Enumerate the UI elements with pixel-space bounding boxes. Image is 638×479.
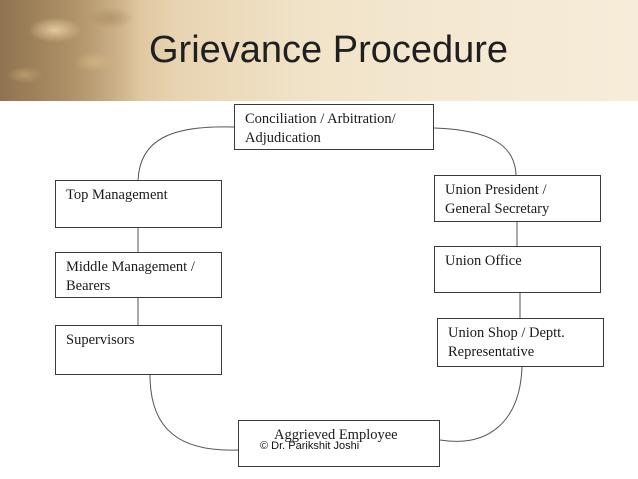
box-supervisors-line-1: Supervisors — [66, 332, 135, 348]
box-top-management-line-1: Top Management — [66, 187, 168, 203]
box-union-shop-line-1: Union Shop / Deptt. — [448, 325, 565, 341]
box-union-president-line-2: General Secretary — [445, 201, 550, 217]
box-middle-management-line-2: Bearers — [66, 278, 111, 294]
connector-conciliation-union-president — [433, 127, 517, 176]
box-union-office: Union Office — [434, 246, 601, 293]
slide-title: Grievance Procedure — [149, 29, 509, 71]
box-conciliation-line-1: Conciliation / Arbitration/ — [245, 111, 396, 127]
box-top-management: Top Management — [55, 180, 222, 228]
slide-header: Grievance Procedure — [0, 0, 638, 101]
box-conciliation-line-2: Adjudication — [245, 130, 321, 146]
box-union-president: Union President / General Secretary — [434, 175, 601, 222]
header-photo — [0, 0, 140, 101]
box-union-office-line-1: Union Office — [445, 253, 522, 269]
box-aggrieved-employee-line-1: Aggrieved Employee — [274, 427, 398, 443]
box-union-president-line-1: Union President / — [445, 182, 547, 198]
box-union-shop: Union Shop / Deptt. Representative — [437, 318, 604, 367]
box-aggrieved-employee: Aggrieved Employee — [238, 420, 440, 467]
copyright-notice: © Dr. Parikshit Joshi — [260, 440, 360, 452]
box-union-shop-line-2: Representative — [448, 344, 535, 360]
box-middle-management-line-1: Middle Management / — [66, 259, 195, 275]
box-middle-management: Middle Management / Bearers — [55, 252, 222, 298]
connector-conciliation-top-management — [137, 126, 235, 181]
box-supervisors: Supervisors — [55, 325, 222, 375]
box-conciliation: Conciliation / Arbitration/ Adjudication — [234, 104, 434, 150]
connector-shop-employee — [439, 366, 523, 442]
connector-supervisors-employee — [149, 374, 239, 451]
